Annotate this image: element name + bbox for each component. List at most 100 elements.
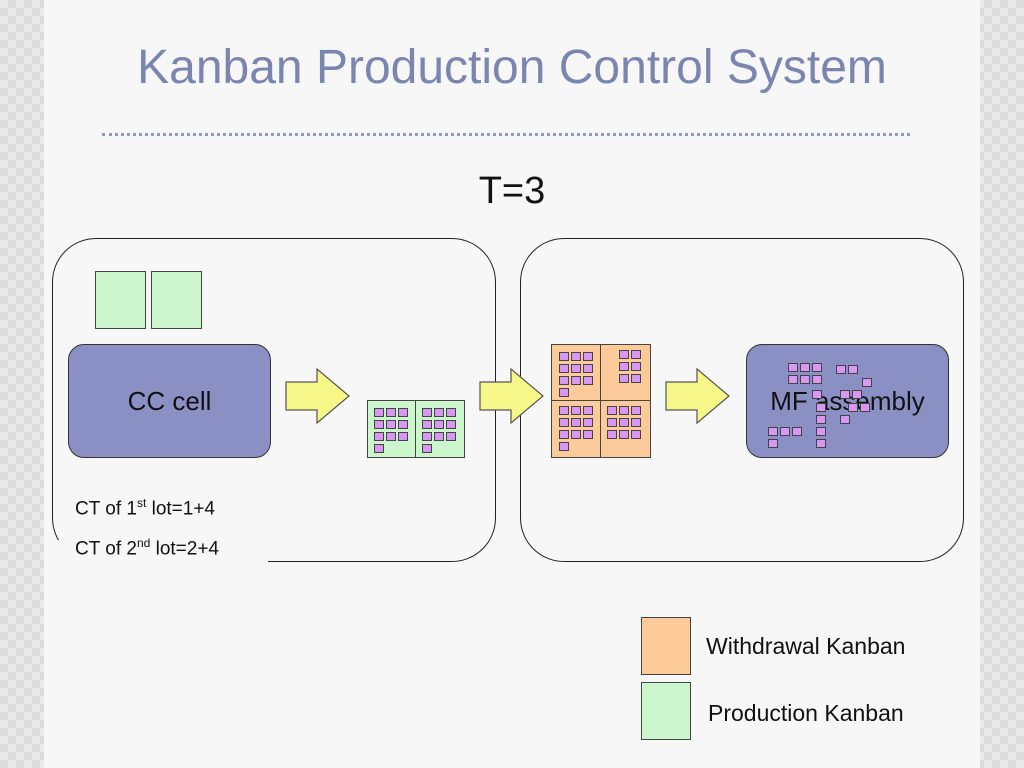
slide-title: Kanban Production Control System [137, 41, 887, 94]
part-icon [422, 432, 432, 441]
part-icon [607, 430, 617, 439]
production-kanban-card [151, 271, 202, 329]
part-icon [374, 420, 384, 429]
part-icon [852, 390, 862, 399]
part-icon [792, 427, 802, 436]
part-icon [374, 408, 384, 417]
part-icon [398, 420, 408, 429]
part-icon [434, 432, 444, 441]
time-label: T=3 [478, 170, 546, 212]
part-icon [862, 378, 872, 387]
part-icon [583, 418, 593, 427]
part-icon [374, 444, 384, 453]
part-icon [374, 432, 384, 441]
part-icon [559, 388, 569, 397]
part-icon [816, 403, 826, 412]
part-icon [619, 362, 629, 371]
part-icon [780, 427, 790, 436]
part-icon [860, 403, 870, 412]
part-icon [607, 406, 617, 415]
part-icon [398, 432, 408, 441]
part-icon [840, 415, 850, 424]
cc-cell-label: CC cell [127, 385, 212, 416]
part-icon [816, 415, 826, 424]
part-icon [386, 432, 396, 441]
cc-cell-station: CC cell [68, 344, 271, 458]
part-icon [631, 374, 641, 383]
part-icon [571, 376, 581, 385]
part-icon [446, 408, 456, 417]
part-icon [559, 418, 569, 427]
part-icon [559, 376, 569, 385]
part-icon [800, 375, 810, 384]
legend-withdrawal-label: Withdrawal Kanban [706, 633, 906, 659]
part-icon [607, 418, 617, 427]
part-icon [571, 364, 581, 373]
part-icon [631, 362, 641, 371]
part-icon [583, 430, 593, 439]
part-icon [768, 427, 778, 436]
part-icon [812, 390, 822, 399]
part-icon [559, 352, 569, 361]
part-icon [816, 439, 826, 448]
legend-production-label: Production Kanban [708, 700, 904, 726]
part-icon [788, 363, 798, 372]
ct2-suffix: lot=2+4 [150, 538, 219, 560]
part-icon [816, 427, 826, 436]
withdrawal-kanban-container [600, 344, 651, 402]
flow-arrow-icon [479, 368, 544, 424]
ct1-suffix: lot=1+4 [146, 498, 215, 520]
part-icon [619, 418, 629, 427]
part-icon [446, 420, 456, 429]
ct2-sup: nd [136, 536, 151, 550]
part-icon [583, 352, 593, 361]
cycle-time-second-lot: CT of 2nd lot=2+4 [75, 536, 219, 560]
part-icon [800, 363, 810, 372]
part-icon [422, 444, 432, 453]
part-icon [559, 406, 569, 415]
legend-production-swatch [641, 682, 691, 740]
part-icon [848, 365, 858, 374]
part-icon [434, 420, 444, 429]
cycle-time-first-lot: CT of 1st lot=1+4 [75, 496, 215, 520]
ct1-sup: st [136, 496, 147, 510]
part-icon [631, 406, 641, 415]
withdrawal-kanban-container [600, 400, 651, 458]
part-icon [386, 420, 396, 429]
part-icon [571, 352, 581, 361]
legend-withdrawal-swatch [641, 617, 691, 675]
part-icon [631, 418, 641, 427]
part-icon [836, 365, 846, 374]
part-icon [848, 403, 858, 412]
ct2-prefix: CT of 2 [75, 538, 137, 560]
part-icon [422, 420, 432, 429]
part-icon [619, 350, 629, 359]
panel-left-gap [50, 540, 268, 570]
title-divider [102, 133, 910, 136]
part-icon [559, 442, 569, 451]
part-icon [398, 408, 408, 417]
mf-assembly-station: MF assembly [746, 344, 949, 458]
flow-arrow-icon [285, 368, 350, 424]
part-icon [583, 364, 593, 373]
part-icon [571, 406, 581, 415]
part-icon [619, 406, 629, 415]
part-icon [788, 375, 798, 384]
part-icon [619, 374, 629, 383]
part-icon [559, 364, 569, 373]
part-icon [422, 408, 432, 417]
part-icon [631, 430, 641, 439]
ct1-prefix: CT of 1 [75, 498, 137, 520]
part-icon [631, 350, 641, 359]
part-icon [768, 439, 778, 448]
part-icon [571, 430, 581, 439]
part-icon [812, 375, 822, 384]
part-icon [559, 430, 569, 439]
part-icon [583, 376, 593, 385]
production-kanban-container [415, 400, 465, 458]
part-icon [840, 390, 850, 399]
production-kanban-container [367, 400, 417, 458]
part-icon [386, 408, 396, 417]
withdrawal-kanban-container [551, 400, 602, 458]
part-icon [434, 408, 444, 417]
